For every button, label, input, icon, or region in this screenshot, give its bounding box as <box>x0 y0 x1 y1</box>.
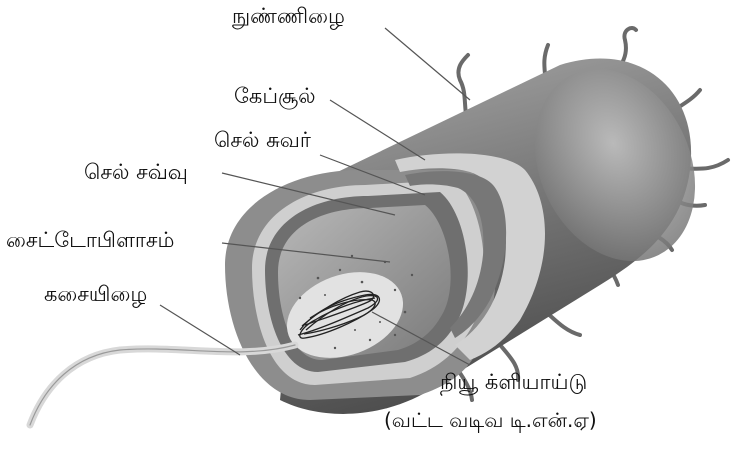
label-nucleoid-note: (வட்ட வடிவ டி.என்.ஏ) <box>384 408 597 432</box>
cross-section <box>225 153 545 400</box>
label-flagellum: கசையிழை <box>44 282 147 306</box>
label-pili: நுண்ணிழை <box>232 4 345 28</box>
leader-pili <box>385 28 470 100</box>
label-capsule: கேப்சூல் <box>234 84 316 108</box>
label-cell-membrane: செல் சவ்வு <box>84 160 188 184</box>
label-nucleoid: நியூ க்ளியாய்டு <box>440 370 587 394</box>
label-cytoplasm: சைட்டோபிளாசம் <box>6 228 174 252</box>
leader-capsule <box>330 100 425 160</box>
label-cell-wall: செல் சுவர் <box>214 128 311 152</box>
